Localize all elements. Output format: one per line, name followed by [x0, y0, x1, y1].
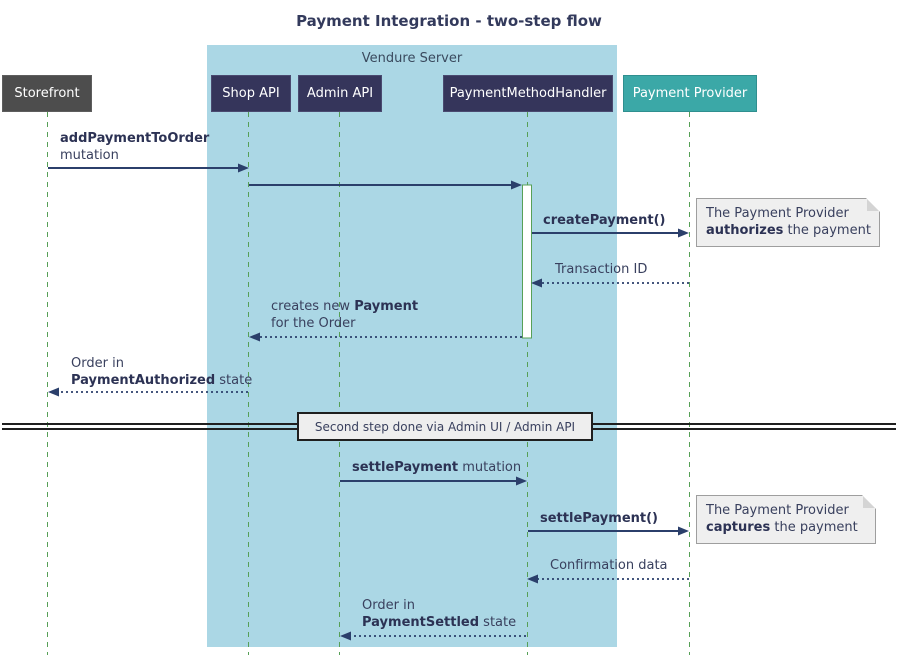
message-add-payment-rest: mutation: [60, 148, 119, 163]
participant-shop-api: Shop API: [211, 75, 291, 112]
message-confirmation-data: Confirmation data: [550, 557, 668, 574]
note-authorizes-line1: The Payment Provider: [706, 206, 849, 221]
message-add-payment-bold: addPaymentToOrder: [60, 131, 210, 146]
vendure-server-frame-label: Vendure Server: [361, 51, 463, 66]
arrowhead-shop-api-to-handler: [511, 180, 522, 190]
note-captures-rest: the payment: [770, 520, 858, 535]
activation-bar-payment-method-handler: [522, 184, 532, 339]
message-authorized-rest: state: [215, 373, 253, 388]
divider-second-step: Second step done via Admin UI / Admin AP…: [297, 412, 593, 441]
arrowhead-creates-new-payment: [249, 332, 260, 342]
message-authorized-bold: PaymentAuthorized: [71, 373, 216, 388]
note-fold-flap-icon: [863, 496, 875, 508]
participant-admin-api-label: Admin API: [306, 86, 374, 101]
note-authorizes-rest: the payment: [783, 223, 871, 238]
participant-payment-provider: Payment Provider: [623, 75, 757, 112]
message-settle-call-label: settlePayment(): [540, 511, 658, 526]
arrowhead-create-payment: [678, 228, 689, 238]
message-settled-bold: PaymentSettled: [362, 615, 480, 630]
page-title: Payment Integration - two-step flow: [296, 12, 602, 30]
note-captures-line1: The Payment Provider: [706, 503, 849, 518]
arrowhead-transaction-id: [531, 278, 542, 288]
note-captures-bold: captures: [706, 520, 771, 535]
message-settle-mutation-rest: mutation: [458, 460, 522, 475]
message-settled-rest: state: [479, 615, 517, 630]
arrowhead-settle-payment-call: [678, 526, 689, 536]
message-settle-payment-mutation: settlePayment mutation: [352, 459, 521, 476]
participant-payment-provider-label: Payment Provider: [632, 86, 748, 101]
note-authorizes: The Payment Provider authorizes the paym…: [696, 198, 880, 247]
message-creates-new-line2: for the Order: [271, 316, 356, 331]
message-add-payment-to-order: addPaymentToOrder mutation: [60, 130, 209, 164]
message-create-payment: createPayment(): [543, 212, 665, 229]
message-order-in-1: Order in: [71, 356, 124, 371]
message-order-in-2: Order in: [362, 598, 415, 613]
message-create-payment-label: createPayment(): [543, 213, 666, 228]
participant-shop-api-label: Shop API: [222, 86, 280, 101]
participant-payment-method-handler: PaymentMethodHandler: [443, 75, 613, 112]
message-creates-new-bold: Payment: [354, 299, 419, 314]
note-fold-flap-icon: [867, 199, 879, 211]
participant-storefront-label: Storefront: [14, 86, 80, 101]
divider-label: Second step done via Admin UI / Admin AP…: [314, 419, 576, 434]
message-transaction-id-label: Transaction ID: [555, 262, 648, 277]
arrowhead-add-payment-to-order: [238, 163, 249, 173]
message-payment-authorized: Order in PaymentAuthorized state: [71, 355, 252, 389]
arrowhead-confirmation-data: [527, 574, 538, 584]
message-settle-payment-call: settlePayment(): [540, 510, 658, 527]
message-creates-new-payment: creates new Payment for the Order: [271, 298, 418, 332]
note-captures: The Payment Provider captures the paymen…: [696, 495, 876, 544]
participant-payment-method-handler-label: PaymentMethodHandler: [449, 86, 607, 101]
message-settle-mutation-bold: settlePayment: [352, 460, 459, 475]
message-creates-new-pre: creates new: [271, 299, 355, 314]
arrowhead-settle-payment-mutation: [516, 476, 527, 486]
message-payment-settled: Order in PaymentSettled state: [362, 597, 516, 631]
message-transaction-id: Transaction ID: [555, 261, 647, 278]
arrowhead-payment-authorized: [48, 387, 59, 397]
participant-admin-api: Admin API: [298, 75, 382, 112]
participant-storefront: Storefront: [2, 75, 92, 112]
vendure-server-frame: [207, 45, 617, 647]
message-confirmation-label: Confirmation data: [550, 558, 668, 573]
note-authorizes-bold: authorizes: [706, 223, 784, 238]
arrowhead-payment-settled: [340, 631, 351, 641]
